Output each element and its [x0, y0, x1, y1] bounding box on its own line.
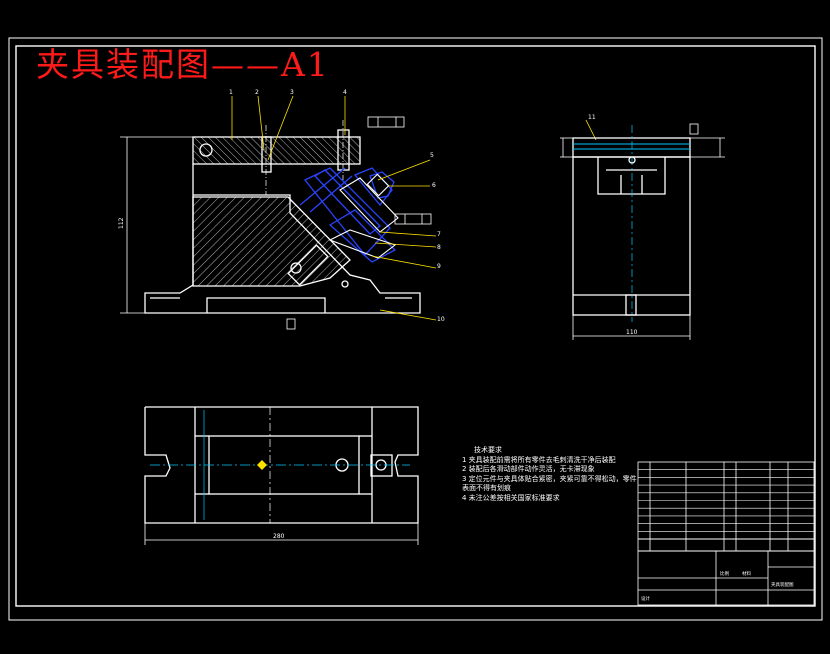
title-block-drawing-name: 夹具装配图: [771, 581, 794, 588]
note-line-3: 3 定位元件与夹具体贴合紧密，夹紧可靠不得松动，零件: [462, 474, 637, 483]
body-section: [192, 196, 351, 287]
drawing-title: 夹具装配图——A1: [36, 45, 330, 84]
front-height-text: 112: [118, 217, 125, 229]
balloon-1: 1: [229, 89, 233, 96]
balloon-5: 5: [430, 152, 434, 159]
title-block-scale: 比例: [720, 570, 729, 577]
tolerance-frames: [367, 116, 699, 225]
plate-hole: [199, 143, 213, 157]
parts-list-rows: [638, 469, 814, 540]
balloon-7: 7: [437, 231, 441, 238]
outer-border: [8, 37, 823, 621]
balloon-11: 11: [588, 114, 596, 121]
note-line-1: 1 夹具装配前需将所有零件去毛刺清洗干净后装配: [462, 455, 616, 464]
side-view: [572, 125, 691, 322]
base-pin: [341, 280, 349, 288]
balloon-8: 8: [437, 244, 441, 251]
top-plate: [192, 136, 361, 165]
title-block-designer: 设计: [641, 595, 650, 602]
plan-length-dimension: [144, 523, 419, 545]
front-height-dimension: [120, 136, 193, 314]
support-hole: [290, 262, 302, 274]
note-line-5: 4 未注公差按相关国家标准要求: [462, 493, 560, 502]
notes-heading: 技术要求: [474, 446, 502, 454]
leader-lines: [231, 95, 597, 321]
side-width-text: 110: [626, 329, 638, 336]
note-line-2: 2 装配后各滑动部件动作灵活，无卡滞现象: [462, 465, 595, 473]
balloon-6: 6: [432, 182, 436, 189]
white-clamp-parts: [328, 173, 399, 259]
locating-pin: [261, 136, 272, 173]
blue-clamp-assembly: [299, 167, 397, 263]
side-width-dimension: [560, 137, 725, 340]
plan-center-mark: [257, 460, 267, 470]
balloon-9: 9: [437, 263, 441, 270]
base-slot: [206, 297, 326, 313]
side-body: [572, 156, 691, 316]
inclined-support: [287, 244, 329, 286]
technical-notes: 技术要求 1 夹具装配前需将所有零件去毛刺清洗干净后装配 2 装配后各滑动部件动…: [462, 446, 637, 503]
plan-length-text: 280: [273, 533, 285, 540]
balloon-10: 10: [437, 316, 445, 323]
inner-border: [15, 45, 816, 607]
front-view: [144, 120, 421, 314]
note-line-4: 表面不得有划痕: [462, 484, 511, 492]
side-top-plate: [572, 137, 691, 158]
balloon-3: 3: [290, 89, 294, 96]
title-block-material: 材料: [742, 570, 751, 577]
balloon-4: 4: [343, 89, 347, 96]
fixture-body-outline: [144, 164, 421, 314]
balloon-2: 2: [255, 89, 259, 96]
